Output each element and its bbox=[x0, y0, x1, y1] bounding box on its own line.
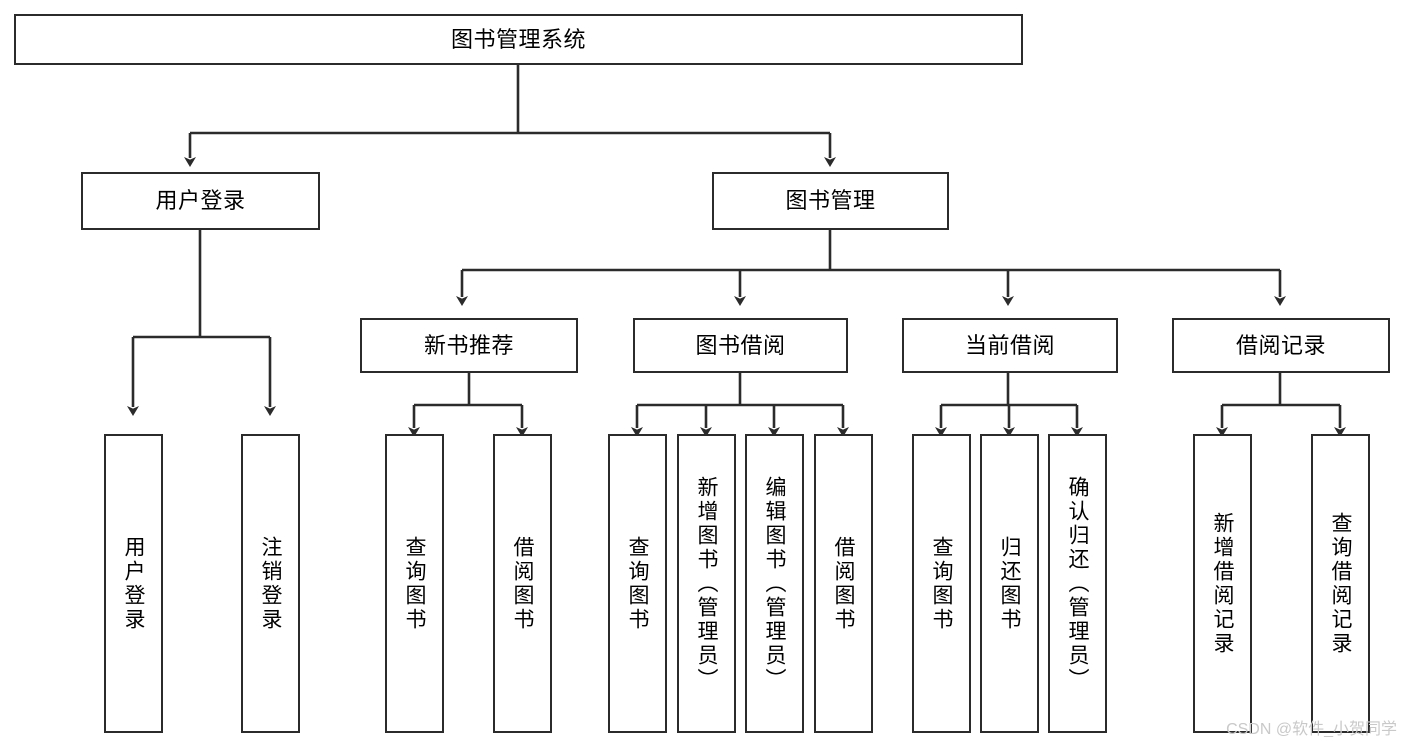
node-label: 编辑图书（管理员） bbox=[763, 475, 786, 692]
leaf-borrow-query-book[interactable]: 查询图书 bbox=[608, 434, 667, 733]
leaf-borrow-edit-book-admin[interactable]: 编辑图书（管理员） bbox=[745, 434, 804, 733]
node-new-book-recommend[interactable]: 新书推荐 bbox=[360, 318, 578, 373]
node-label: 查询借阅记录 bbox=[1329, 511, 1352, 656]
node-label: 查询图书 bbox=[626, 535, 649, 632]
node-label: 借阅图书 bbox=[832, 535, 855, 632]
leaf-newbook-borrow-book[interactable]: 借阅图书 bbox=[493, 434, 552, 733]
node-label: 确认归还（管理员） bbox=[1066, 475, 1089, 692]
node-root-system[interactable]: 图书管理系统 bbox=[14, 14, 1023, 65]
node-label: 新增借阅记录 bbox=[1211, 511, 1234, 656]
node-label: 新书推荐 bbox=[423, 332, 514, 358]
leaf-current-query-book[interactable]: 查询图书 bbox=[912, 434, 971, 733]
node-label: 用户登录 bbox=[155, 188, 246, 214]
node-user-login[interactable]: 用户登录 bbox=[81, 172, 320, 230]
node-label: 新增图书（管理员） bbox=[695, 475, 718, 692]
watermark: CSDN @软件_小贺同学 bbox=[1226, 721, 1397, 738]
node-label: 注销登录 bbox=[259, 535, 282, 632]
node-label: 图书管理系统 bbox=[450, 26, 586, 52]
node-label: 当前借阅 bbox=[964, 332, 1055, 358]
leaf-user-login[interactable]: 用户登录 bbox=[104, 434, 163, 733]
node-book-borrow[interactable]: 图书借阅 bbox=[633, 318, 848, 373]
leaf-current-confirm-return-admin[interactable]: 确认归还（管理员） bbox=[1048, 434, 1107, 733]
node-label: 图书管理 bbox=[785, 188, 876, 214]
leaf-user-logout[interactable]: 注销登录 bbox=[241, 434, 300, 733]
node-label: 借阅记录 bbox=[1235, 332, 1326, 358]
leaf-current-return-book[interactable]: 归还图书 bbox=[980, 434, 1039, 733]
leaf-newbook-query-book[interactable]: 查询图书 bbox=[385, 434, 444, 733]
node-label: 图书借阅 bbox=[695, 332, 786, 358]
node-book-management[interactable]: 图书管理 bbox=[712, 172, 949, 230]
leaf-borrow-borrow-book[interactable]: 借阅图书 bbox=[814, 434, 873, 733]
leaf-record-query-record[interactable]: 查询借阅记录 bbox=[1311, 434, 1370, 733]
node-label: 用户登录 bbox=[122, 535, 145, 632]
leaf-record-add-record[interactable]: 新增借阅记录 bbox=[1193, 434, 1252, 733]
node-label: 查询图书 bbox=[403, 535, 426, 632]
node-label: 归还图书 bbox=[998, 535, 1021, 632]
node-current-borrow[interactable]: 当前借阅 bbox=[902, 318, 1118, 373]
leaf-borrow-add-book-admin[interactable]: 新增图书（管理员） bbox=[677, 434, 736, 733]
node-borrow-record[interactable]: 借阅记录 bbox=[1172, 318, 1390, 373]
node-label: 借阅图书 bbox=[511, 535, 534, 632]
node-label: 查询图书 bbox=[930, 535, 953, 632]
